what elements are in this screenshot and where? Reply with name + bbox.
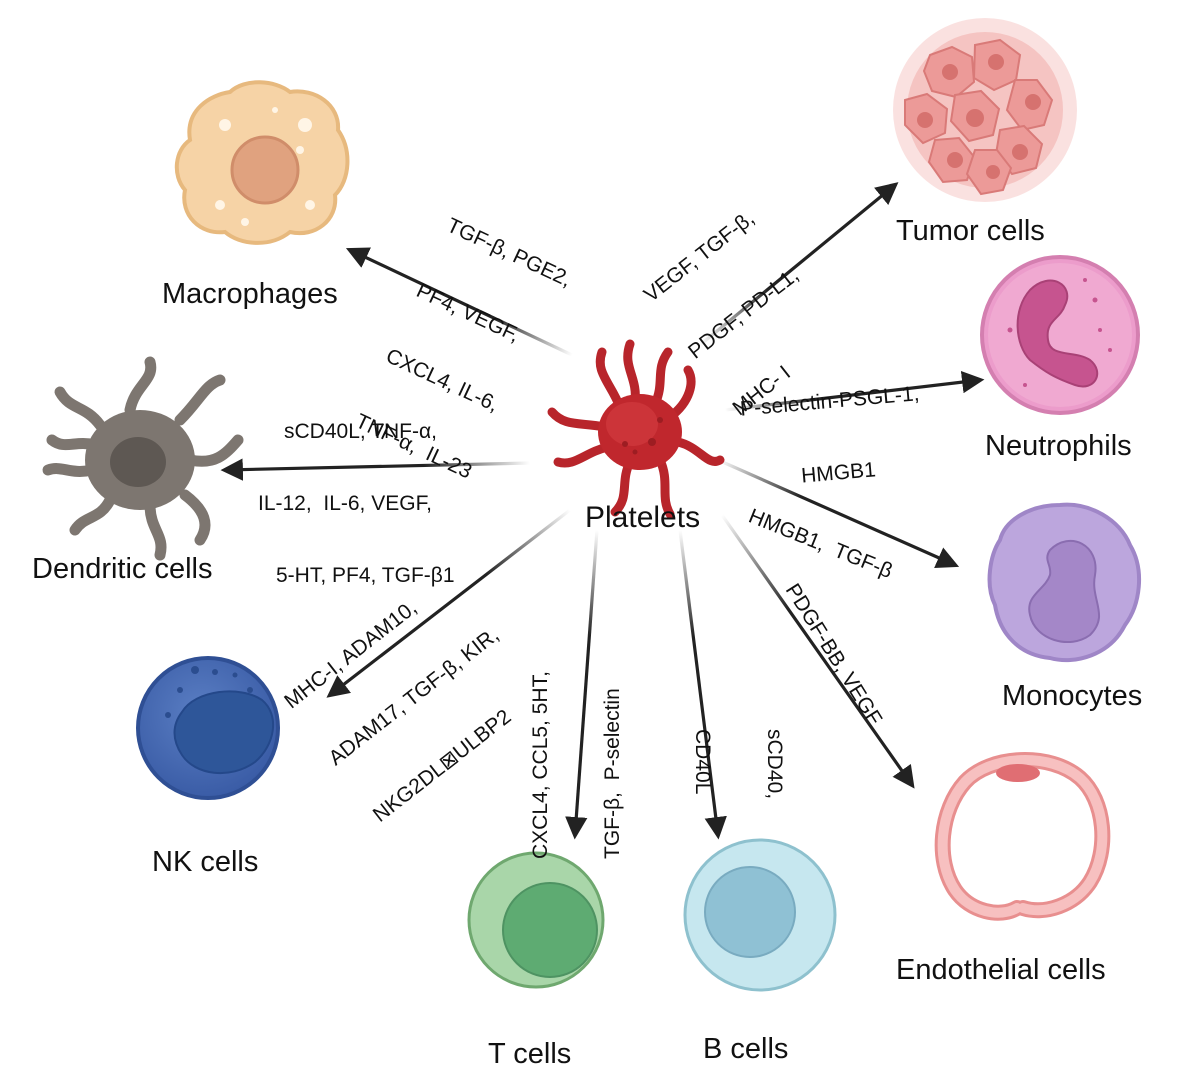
dendritic-cells-label: Dendritic cells — [32, 553, 213, 585]
monocytes-label: Monocytes — [1002, 680, 1143, 712]
endothelial-cells-label: Endothelial cells — [896, 954, 1106, 986]
tumor-cells-label: Tumor cells — [896, 215, 1045, 247]
mediators-b-cells: sCD40, CD40L — [666, 729, 834, 829]
endothelial-cell-icon — [934, 752, 1111, 921]
mediator-line: P-selectin-PSGL-1, — [739, 382, 921, 421]
arrows — [220, 182, 985, 840]
nk-cells-label: NK cells — [152, 846, 259, 878]
t-cell-icon — [467, 851, 605, 989]
neutrophil-icon — [980, 255, 1140, 415]
arrow-to-nk-cells — [326, 508, 571, 698]
macrophage-icon — [174, 80, 350, 245]
neutrophils-label: Neutrophils — [985, 430, 1132, 462]
b-cells-label: B cells — [703, 1033, 789, 1065]
platelets-label: Platelets — [585, 501, 701, 534]
mediator-line: sCD40, — [763, 729, 786, 800]
mediator-line: TGF-β, P-selectin — [601, 688, 624, 859]
mediator-line: CXCL4, CCL5, 5HT, — [529, 671, 552, 859]
arrow-to-endothelial-cells — [720, 514, 915, 789]
nk-cell-icon — [136, 656, 280, 800]
mediators-dendritic-cells: sCD40L, TNF-α, IL-12, IL-6, VEGF, 5-HT, … — [258, 372, 488, 612]
arrow-to-t-cells — [565, 529, 599, 840]
b-cell-icon — [683, 838, 837, 992]
platelet-icon — [547, 339, 725, 519]
arrow-to-b-cells — [678, 529, 727, 840]
mediator-line: 5-HT, PF4, TGF-β1 — [276, 564, 455, 587]
mediators-t-cells: CXCL4, CCL5, 5HT, TGF-β, P-selectin — [481, 629, 649, 859]
arrow-to-dendritic-cells — [220, 458, 531, 481]
arrow-to-tumor-cells — [698, 182, 899, 347]
mediator-line: sCD40L, TNF-α, — [284, 420, 437, 443]
t-cells-label: T cells — [488, 1038, 572, 1070]
monocyte-icon — [987, 502, 1142, 663]
arrow-to-neutrophils — [724, 370, 985, 412]
arrow-to-macrophages — [345, 247, 573, 357]
dendritic-cell-icon — [42, 356, 244, 561]
mediator-line: CD40L — [691, 729, 714, 795]
arrow-to-monocytes — [717, 458, 960, 568]
mediator-line: IL-12, IL-6, VEGF, — [258, 492, 432, 515]
macrophages-label: Macrophages — [162, 278, 338, 310]
tumor-cells-icon — [893, 18, 1077, 202]
